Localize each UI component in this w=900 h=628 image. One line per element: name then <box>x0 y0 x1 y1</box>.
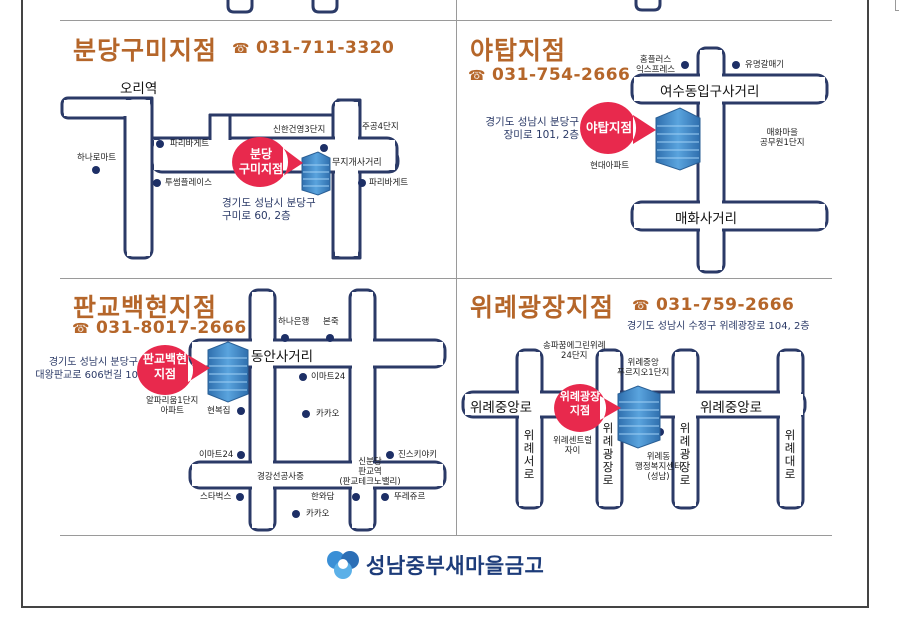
address-wirye: 경기도 성남시 수정구 위례광장로 104, 2층 <box>627 321 810 332</box>
label-twosome: 투썸플레이스 <box>165 178 212 188</box>
divider-h3 <box>60 535 832 536</box>
label-kakao1: 카카오 <box>316 409 340 419</box>
road-center-east: 위례중앙로 <box>700 400 763 416</box>
label-gyeonggang: 경강선공사중 <box>257 472 304 482</box>
branch-phone-pangyo[interactable]: ☎031-8017-2666 <box>72 318 247 338</box>
branch-title-yatap: 야탑지점 <box>470 36 567 65</box>
road-yeosu: 여수동입구사거리 <box>660 84 760 100</box>
logo-icon <box>327 551 359 579</box>
phone-icon: ☎ <box>468 68 486 84</box>
label-hyundai: 현대아파트 <box>590 161 630 171</box>
label-galbi: 유명갈매기 <box>745 60 785 70</box>
branch-title-wirye: 위례광장지점 <box>470 293 615 322</box>
page-frame <box>21 0 869 608</box>
label-hana-bank: 하나은행 <box>278 317 310 327</box>
scrollbar-edge <box>895 0 899 11</box>
label-hanwadam: 한와담 <box>311 492 335 502</box>
label-paris1: 파리바게트 <box>170 139 210 149</box>
road-maehwa: 매화사거리 <box>675 211 738 227</box>
road-gwangjang-1: 위례광장로 <box>602 421 614 487</box>
label-bonjuk: 본죽 <box>323 317 339 327</box>
road-gwangjang-2: 위례광장로 <box>679 421 691 487</box>
label-emart2: 이마트24 <box>199 450 234 460</box>
branch-title-pangyo: 판교백현지점 <box>73 293 218 322</box>
phone-icon: ☎ <box>632 298 650 314</box>
divider-v <box>456 0 457 535</box>
road-dae: 위례대로 <box>784 428 796 481</box>
divider-h2 <box>60 278 832 279</box>
road-center-west: 위례중앙로 <box>470 400 533 416</box>
phone-icon: ☎ <box>232 41 250 57</box>
branch-phone-bundang[interactable]: ☎031-711-3320 <box>232 38 395 58</box>
label-emart1: 이마트24 <box>311 372 346 382</box>
label-shinhan: 신한건영3단지 <box>273 125 326 135</box>
branch-title-bundang: 분당구미지점 <box>73 36 218 65</box>
road-dongan: 동안사거리 <box>251 349 314 365</box>
label-kakao2: 카카오 <box>306 509 330 519</box>
phone-icon: ☎ <box>72 321 90 337</box>
divider-h1 <box>60 20 832 21</box>
label-tous: 뚜레쥬르 <box>394 492 426 502</box>
label-starbucks: 스타벅스 <box>200 492 232 502</box>
label-muji: 무지개사거리 <box>332 158 382 168</box>
label-jins: 진스키야키 <box>398 450 438 460</box>
label-ori-station: 오리역 <box>120 81 158 97</box>
road-seo: 위례서로 <box>523 428 535 481</box>
label-jugong: 주공4단지 <box>362 122 399 132</box>
branch-phone-yatap[interactable]: ☎031-754-2666 <box>468 65 631 85</box>
label-paris2: 파리바게트 <box>369 178 409 188</box>
label-hyunbok: 현복집 <box>207 406 231 416</box>
brand-logo-text: 성남중부새마을금고 <box>366 554 545 578</box>
branch-phone-wirye[interactable]: ☎031-759-2666 <box>632 295 795 315</box>
spot-yatap: 야탑지점 <box>585 120 632 135</box>
label-hana-mart: 하나로마트 <box>77 153 117 163</box>
